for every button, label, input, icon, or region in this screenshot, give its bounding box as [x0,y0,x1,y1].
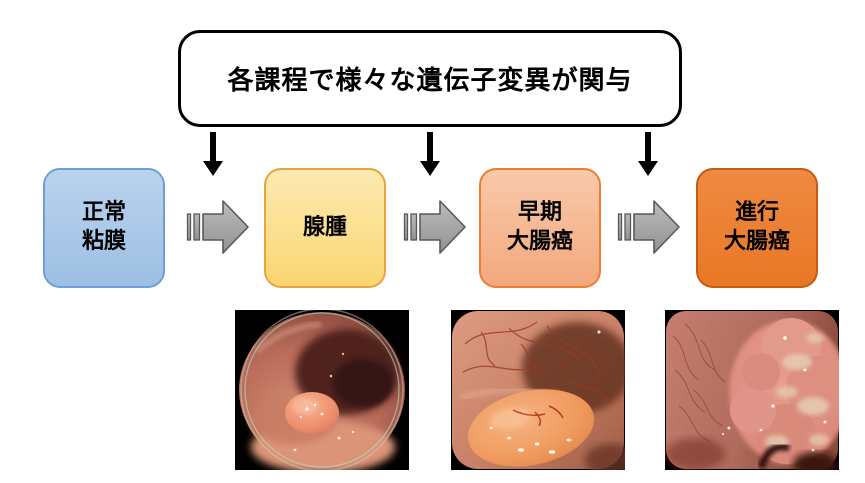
endoscopy-image-early-colorectal-cancer [451,310,625,470]
striped-right-arrow-icon [403,200,466,254]
stage-label-line: 大腸癌 [506,229,573,254]
stage-box-early-colorectal-cancer: 早期 大腸癌 [479,168,601,288]
endoscopy-image-adenoma [235,310,409,470]
striped-right-arrow-icon [186,200,249,254]
stage-label-line: 早期 [517,200,562,226]
stage-label-line: 腺腫 [302,214,347,240]
stage-label-line: 大腸癌 [723,229,790,254]
stage-box-advanced-colorectal-cancer: 進行 大腸癌 [696,168,818,288]
stage-label-line: 正常 [81,200,126,226]
striped-right-arrow-icon [617,200,680,254]
stage-label-line: 進行 [734,200,779,226]
down-arrow-icon [420,132,440,176]
endoscopy-image-advanced-colorectal-cancer [665,310,839,470]
stage-label-line: 粘膜 [81,229,126,254]
gene-mutation-title: 各課程で様々な遺伝子変異が関与 [227,66,633,96]
stage-box-normal-mucosa: 正常 粘膜 [43,168,165,288]
gene-mutation-title-box: 各課程で様々な遺伝子変異が関与 [178,30,682,127]
down-arrow-icon [203,132,223,176]
stage-box-adenoma: 腺腫 [264,168,386,288]
down-arrow-icon [638,132,658,176]
